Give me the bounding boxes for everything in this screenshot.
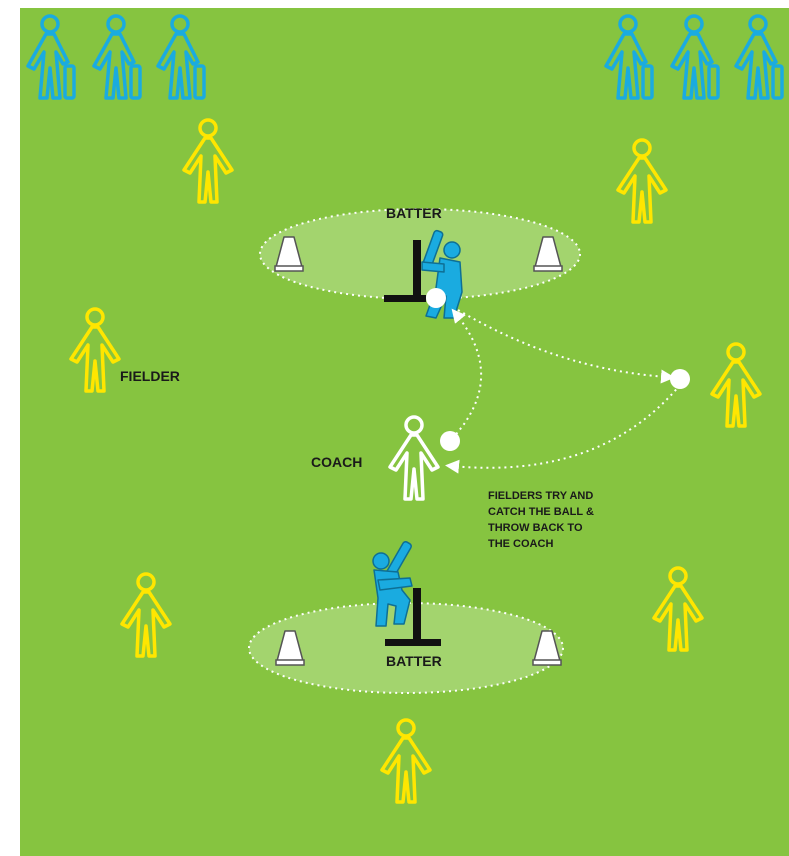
batter-label-top: BATTER <box>386 205 442 221</box>
batting-zone-bottom <box>248 602 564 694</box>
instruction-line-1: FIELDERS TRY AND <box>488 490 593 502</box>
batting-tee-icon <box>384 240 426 302</box>
batting-tee-icon <box>385 588 441 646</box>
instruction-line-2: CATCH THE BALL & <box>488 506 594 518</box>
batter-figure-bottom <box>372 541 413 627</box>
instruction-line-4: THE COACH <box>488 538 553 550</box>
ball-icon <box>440 431 460 451</box>
instruction-line-3: THROW BACK TO <box>488 522 583 534</box>
fielder-label: FIELDER <box>120 368 180 384</box>
throw-path-coach-to-batter <box>447 308 483 444</box>
playing-field <box>20 8 789 856</box>
ball-icon <box>670 369 690 389</box>
return-path-fielder-to-coach <box>445 384 681 474</box>
instruction-note: FIELDERS TRY AND CATCH THE BALL & THROW … <box>488 490 594 550</box>
ball-icon <box>426 288 446 308</box>
coach-label: COACH <box>311 454 362 470</box>
batter-label-bottom: BATTER <box>386 653 442 669</box>
